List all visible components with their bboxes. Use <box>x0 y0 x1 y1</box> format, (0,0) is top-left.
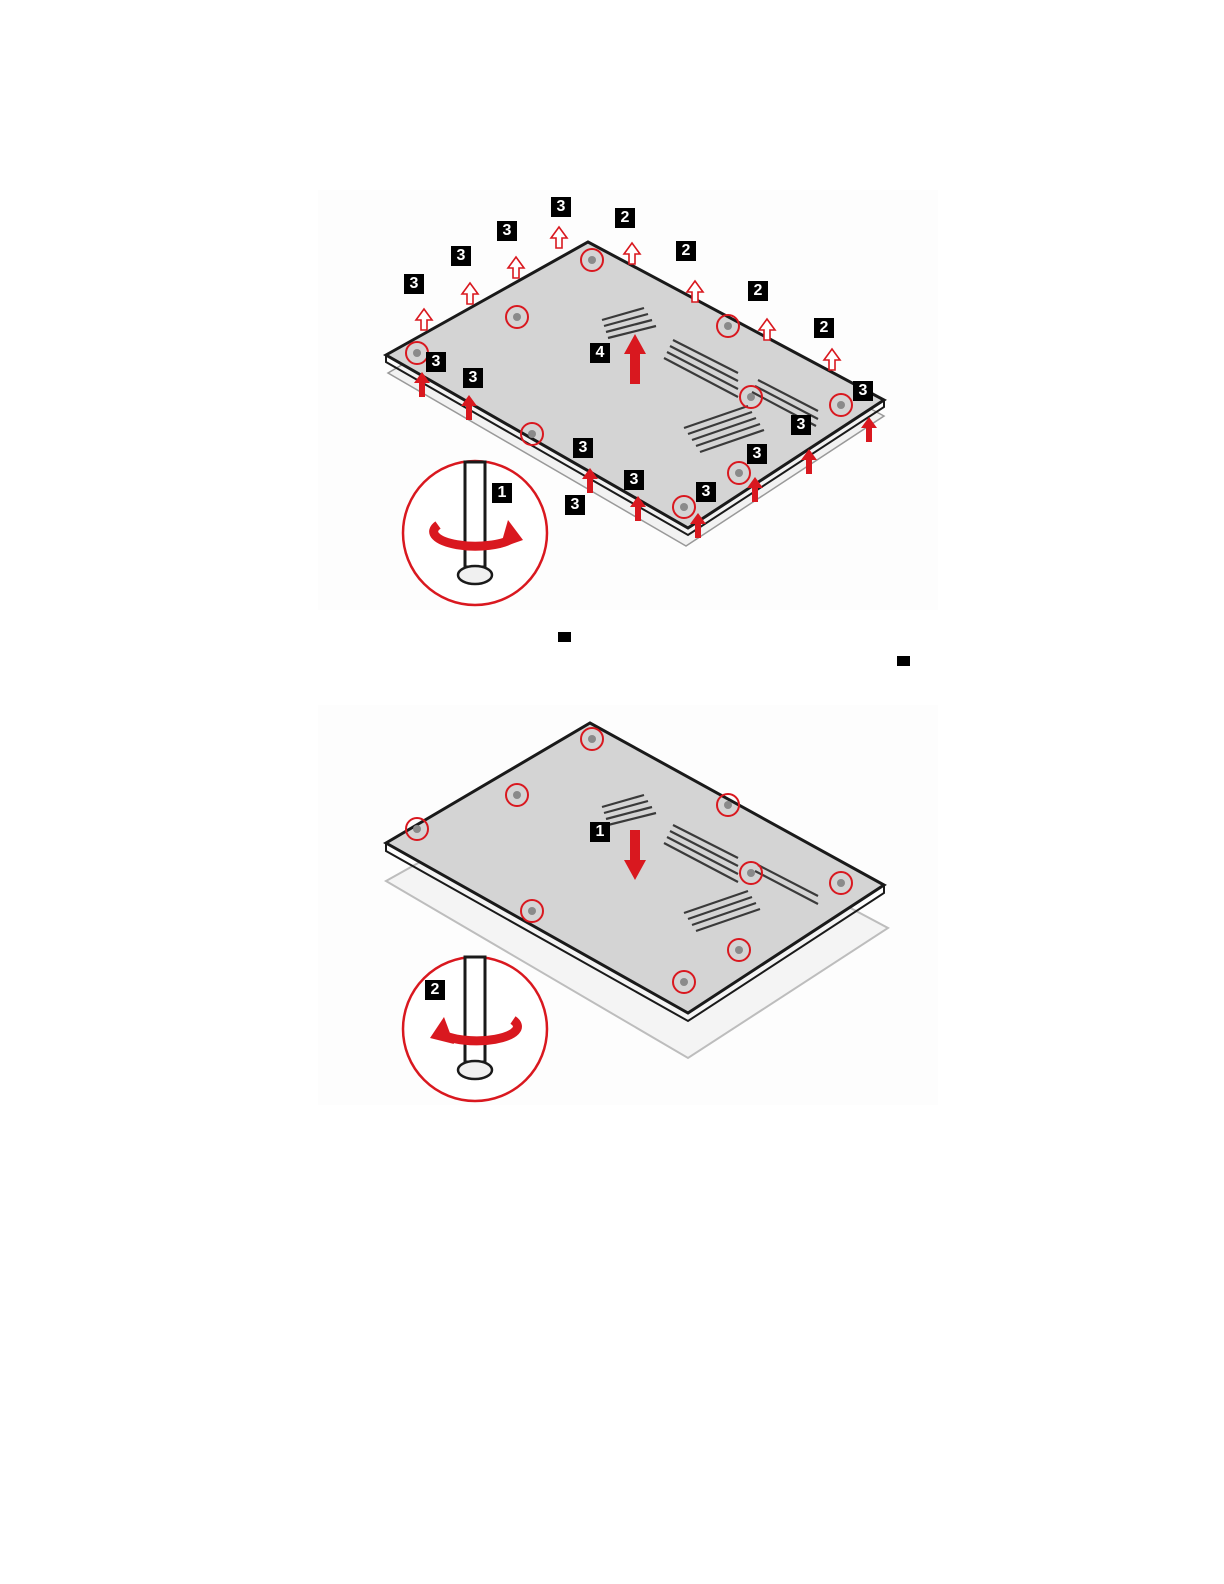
step-marker-inline <box>897 656 910 666</box>
step-callout-3: 3 <box>497 221 517 241</box>
step-callout-3: 3 <box>853 381 873 401</box>
step-callout-2: 2 <box>425 980 445 1000</box>
step-callout-3: 3 <box>747 444 767 464</box>
step-callout-1: 1 <box>492 483 512 503</box>
step-callout-2: 2 <box>748 281 768 301</box>
step-callout-3: 3 <box>696 482 716 502</box>
step-callout-3: 3 <box>404 274 424 294</box>
step-callout-2: 2 <box>676 241 696 261</box>
step-callout-4: 4 <box>590 343 610 363</box>
step-callout-3: 3 <box>551 197 571 217</box>
step-marker-inline <box>558 632 571 642</box>
step-callout-3: 3 <box>573 438 593 458</box>
base-cover-illustration-1 <box>318 190 938 610</box>
step-callout-3: 3 <box>791 415 811 435</box>
step-callout-3: 3 <box>426 352 446 372</box>
step-callout-3: 3 <box>624 470 644 490</box>
step-callout-2: 2 <box>814 318 834 338</box>
step-callout-1: 1 <box>590 822 610 842</box>
step-callout-3: 3 <box>463 368 483 388</box>
screwdriver-tighten-icon <box>403 957 547 1101</box>
base-cover-illustration-2 <box>318 705 938 1105</box>
step-callout-3: 3 <box>565 495 585 515</box>
step-callout-3: 3 <box>451 246 471 266</box>
screwdriver-loosen-icon <box>403 461 547 605</box>
step-callout-2: 2 <box>615 208 635 228</box>
